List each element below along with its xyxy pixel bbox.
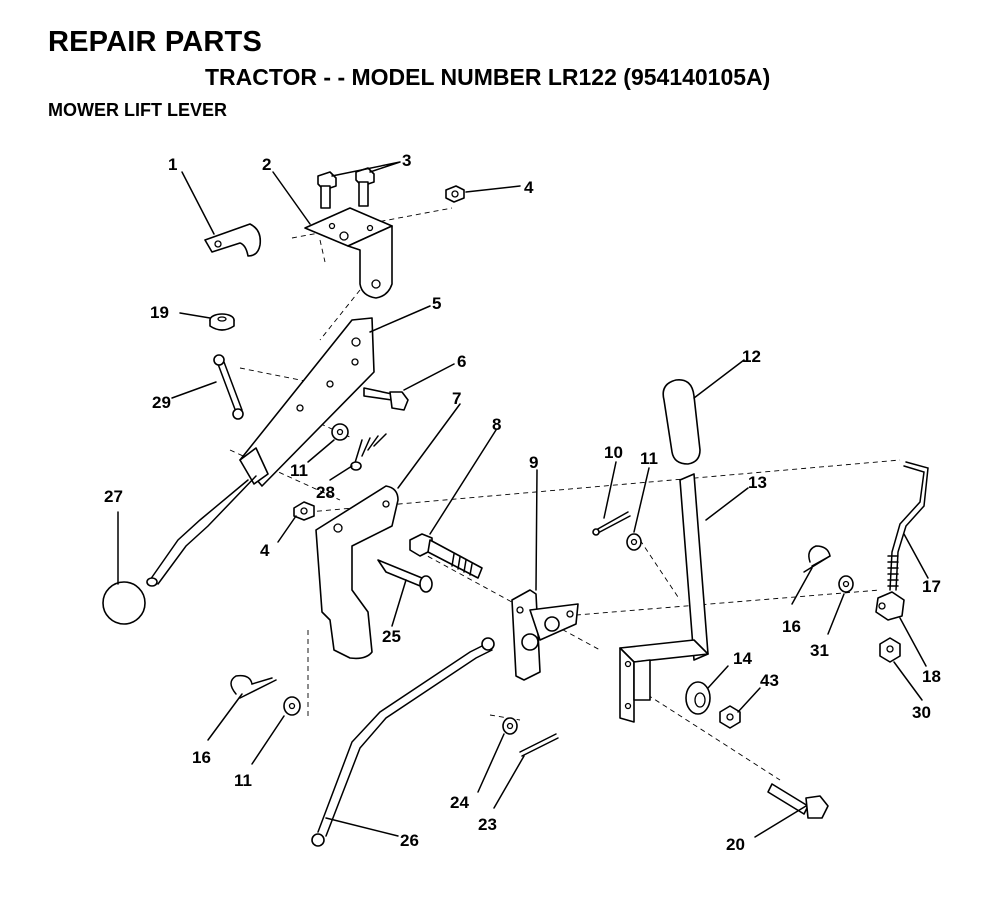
callout-8: 8 bbox=[492, 415, 501, 434]
part-adjusting-rod bbox=[887, 461, 929, 591]
callout-10: 10 bbox=[604, 443, 623, 462]
page-title: REPAIR PARTS bbox=[48, 26, 263, 58]
callout-3: 3 bbox=[402, 151, 411, 170]
part-lift-lever bbox=[619, 473, 709, 723]
part-tube-spacer bbox=[377, 559, 433, 593]
part-washer-mid bbox=[626, 533, 642, 551]
part-spring bbox=[350, 433, 387, 471]
part-mounting-bracket bbox=[304, 207, 393, 299]
part-hex-nut-top bbox=[445, 185, 465, 203]
part-long-bolt bbox=[409, 533, 483, 579]
callout-11-upper: 11 bbox=[290, 461, 308, 480]
part-link bbox=[213, 354, 244, 420]
callout-19: 19 bbox=[150, 303, 169, 322]
callout-6: 6 bbox=[457, 352, 466, 371]
part-lever-bracket bbox=[315, 485, 399, 660]
callout-12: 12 bbox=[742, 347, 761, 366]
part-lift-link bbox=[311, 637, 495, 847]
model-subtitle: TRACTOR - - MODEL NUMBER LR122 (95414010… bbox=[205, 64, 771, 90]
callout-16-left: 16 bbox=[192, 748, 211, 767]
part-washer-lower bbox=[283, 696, 301, 716]
callout-4-middle: 4 bbox=[260, 541, 270, 560]
callout-numbers: 1 2 3 4 5 6 7 8 9 10 11 11 11 12 13 14 1… bbox=[104, 151, 941, 854]
callout-20: 20 bbox=[726, 835, 745, 854]
section-heading: MOWER LIFT LEVER bbox=[48, 100, 227, 120]
callout-18: 18 bbox=[922, 667, 941, 686]
part-washer-rod bbox=[838, 575, 854, 593]
callout-24: 24 bbox=[450, 793, 469, 812]
callout-16-right: 16 bbox=[782, 617, 801, 636]
part-washer-link bbox=[502, 717, 518, 735]
callout-27: 27 bbox=[104, 487, 123, 506]
callout-9: 9 bbox=[529, 453, 538, 472]
part-washer-upper bbox=[331, 423, 349, 441]
part-shoulder-bolt bbox=[363, 387, 409, 411]
part-hex-nut-lever bbox=[719, 705, 741, 729]
callout-26: 26 bbox=[400, 831, 419, 850]
callout-11-mid: 11 bbox=[640, 449, 658, 468]
callout-17: 17 bbox=[922, 577, 941, 596]
part-trunnion bbox=[875, 591, 905, 621]
part-bushing bbox=[685, 681, 711, 715]
callout-31: 31 bbox=[810, 641, 829, 660]
callout-13: 13 bbox=[748, 473, 767, 492]
callout-25: 25 bbox=[382, 627, 401, 646]
callout-2: 2 bbox=[262, 155, 271, 174]
part-cotter-pin bbox=[592, 511, 631, 536]
callout-5: 5 bbox=[432, 294, 441, 313]
part-pivot-bolt bbox=[767, 783, 829, 819]
leader-lines bbox=[117, 161, 929, 838]
callout-23: 23 bbox=[478, 815, 497, 834]
part-handle-grip bbox=[662, 379, 701, 465]
part-bolts-pair bbox=[317, 167, 375, 209]
callout-1: 1 bbox=[168, 155, 177, 174]
callout-43: 43 bbox=[760, 671, 779, 690]
part-hex-nut-middle bbox=[293, 501, 315, 521]
part-cotter-pin-link bbox=[519, 733, 559, 757]
part-hair-pin-right bbox=[803, 545, 831, 573]
callout-30: 30 bbox=[912, 703, 931, 722]
part-knob bbox=[102, 581, 146, 625]
callout-14: 14 bbox=[733, 649, 752, 668]
part-lift-arm bbox=[146, 317, 375, 587]
callout-28: 28 bbox=[316, 483, 335, 502]
part-pivot-plate bbox=[511, 589, 579, 681]
part-hair-pin-left bbox=[230, 674, 277, 699]
part-spacer bbox=[209, 313, 235, 331]
part-clamp bbox=[204, 223, 262, 257]
callout-29: 29 bbox=[152, 393, 171, 412]
callout-11-lower: 11 bbox=[234, 771, 252, 790]
callout-7: 7 bbox=[452, 389, 461, 408]
callout-4: 4 bbox=[524, 178, 534, 197]
part-hex-nut-rod bbox=[879, 637, 901, 663]
